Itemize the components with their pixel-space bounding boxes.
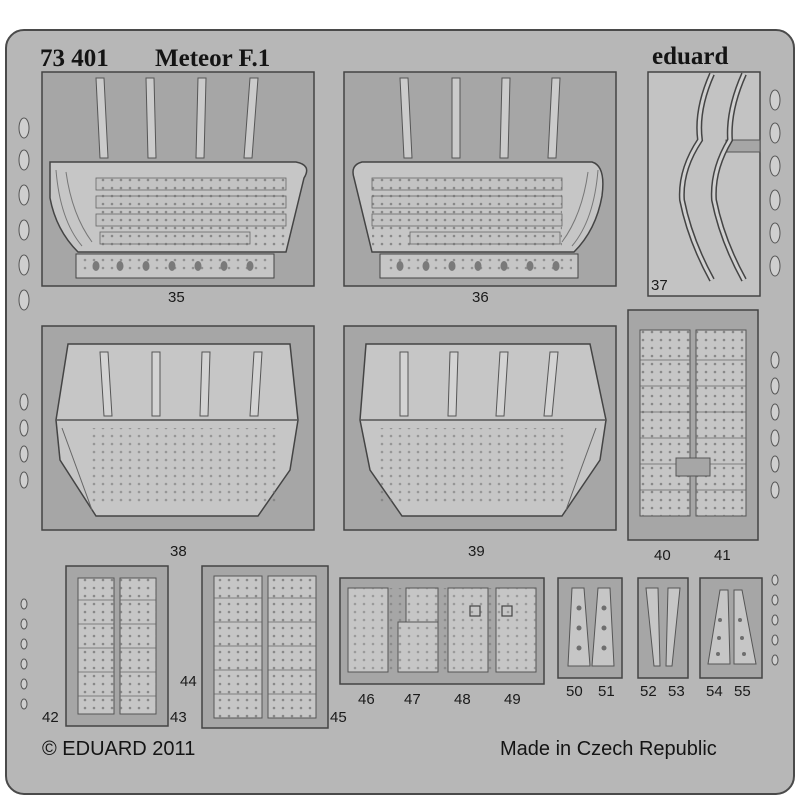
part-37 [647, 71, 761, 297]
fret-title: Meteor F.1 [155, 45, 270, 72]
copyright-text: © EDUARD 2011 [42, 738, 195, 760]
part-54-55 [699, 577, 763, 679]
fret-code: 73 401 [40, 45, 109, 72]
part-number: 55 [734, 683, 751, 700]
part-35 [41, 71, 315, 287]
part-number: 50 [566, 683, 583, 700]
part-number: 48 [454, 691, 471, 708]
part-44-45 [201, 565, 329, 729]
part-50-51 [557, 577, 623, 679]
part-38 [41, 325, 315, 531]
origin-text: Made in Czech Republic [500, 738, 717, 760]
part-numbers: 35 36 37 38 39 40 41 42 43 44 45 46 47 4… [42, 277, 751, 726]
part-number: 35 [168, 289, 185, 306]
part-number: 44 [180, 673, 197, 690]
part-number: 39 [468, 543, 485, 560]
part-number: 54 [706, 683, 723, 700]
part-number: 47 [404, 691, 421, 708]
part-number: 46 [358, 691, 375, 708]
part-number: 42 [42, 709, 59, 726]
part-number: 49 [504, 691, 521, 708]
part-number: 53 [668, 683, 685, 700]
part-number: 52 [640, 683, 657, 700]
part-40-41 [627, 309, 759, 541]
part-number: 45 [330, 709, 347, 726]
part-number: 41 [714, 547, 731, 564]
part-42-43 [65, 565, 169, 727]
part-number: 38 [170, 543, 187, 560]
part-46-49 [339, 577, 545, 685]
part-number: 37 [651, 277, 668, 294]
brand-logo: eduard [652, 43, 729, 70]
part-number: 36 [472, 289, 489, 306]
edge-teardrops [18, 89, 781, 710]
part-52-53 [637, 577, 689, 679]
part-number: 51 [598, 683, 615, 700]
part-36 [343, 71, 617, 287]
part-number: 40 [654, 547, 671, 564]
part-number: 43 [170, 709, 187, 726]
part-39 [343, 325, 617, 531]
